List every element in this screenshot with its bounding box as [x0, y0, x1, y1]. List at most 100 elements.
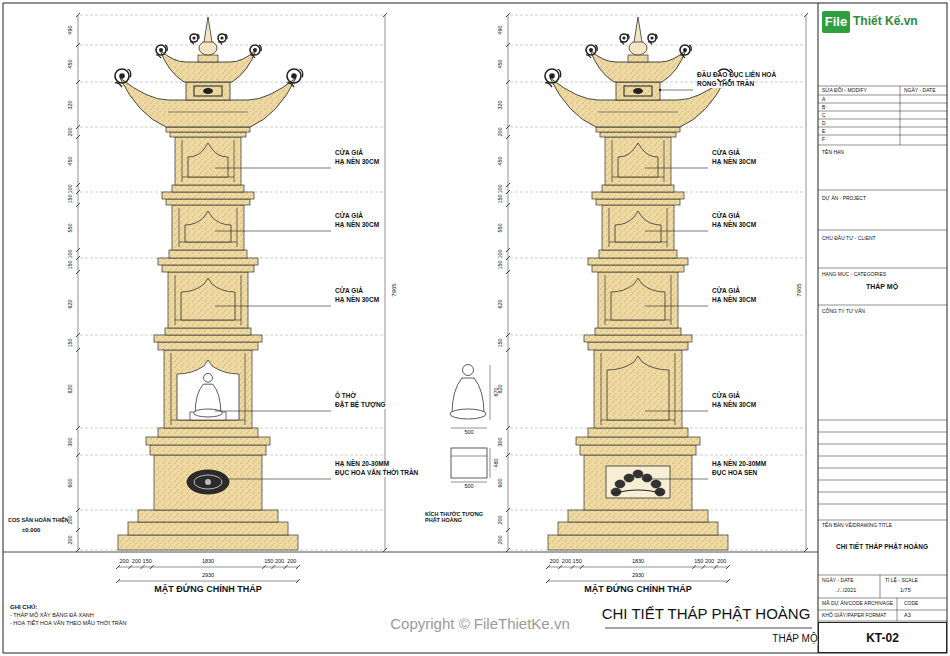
- drawing-label: MÃ DỰ ÁN/CODE ARCHIVAGE: [822, 601, 893, 606]
- panel-line: [675, 353, 676, 425]
- drawing-label: 620: [498, 299, 504, 308]
- dimension-tick: [76, 13, 80, 17]
- title-block-row: [818, 190, 947, 191]
- lotus-carving: [624, 474, 634, 482]
- dragon-ornament: [545, 69, 559, 83]
- drawing-label: 1/75: [900, 588, 911, 594]
- dragon-ornament: [648, 34, 657, 44]
- dimension-tick: [571, 565, 575, 569]
- dimension-tick: [726, 565, 730, 569]
- drawing-label: 100: [498, 184, 504, 193]
- dimension-tick: [128, 565, 132, 569]
- drawing-label: 150: [498, 194, 504, 203]
- plinth: [154, 455, 262, 510]
- tier-body: [605, 137, 671, 185]
- drawing-label: 450: [498, 59, 504, 68]
- tier-body: [602, 205, 674, 250]
- drawing-label: 7965: [796, 283, 802, 296]
- drawing-label: ĐỤC HOA SEN: [712, 470, 757, 477]
- false-door: [611, 278, 665, 320]
- dimension-tick: [76, 528, 80, 532]
- false-door: [185, 211, 231, 242]
- title-block-border: [818, 3, 819, 653]
- drawing-label: 200: [550, 559, 559, 565]
- false-door: [181, 278, 235, 320]
- drawing-label: KÍCH THƯỚC TƯỢNG PHẬT HOÀNG: [425, 512, 495, 524]
- drawing-label: 200: [498, 535, 504, 544]
- title-block-row: [818, 504, 947, 505]
- drawing-label: 100: [68, 184, 74, 193]
- drawing-label: HẠ NỀN 30CM: [712, 402, 756, 409]
- cornice: [158, 342, 258, 350]
- drawing-label: 550: [68, 223, 74, 232]
- drawing-label: 150: [498, 338, 504, 347]
- panel-line: [241, 275, 242, 325]
- drawing-label: 200: [68, 535, 74, 544]
- dimension-tick: [506, 548, 510, 552]
- dimension-tick: [76, 248, 80, 252]
- leader-line: [215, 168, 331, 169]
- drawing-label: CHI TIẾT THÁP PHẬT HOÀNG: [836, 544, 928, 551]
- dimension-line: [490, 365, 491, 420]
- finial: [199, 41, 217, 55]
- dimension-tick: [701, 565, 705, 569]
- false-door: [615, 211, 661, 242]
- dragon-ornament: [190, 34, 199, 44]
- title-block-row: [818, 111, 947, 112]
- logo-badge: [822, 11, 850, 33]
- drum-ornament: [633, 88, 643, 94]
- roof-line: [598, 112, 678, 113]
- sheet-number-cell: KT-02: [818, 622, 947, 653]
- drawing-label: 620: [68, 299, 74, 308]
- dimension-tick: [506, 348, 510, 352]
- drawing-label: 450: [68, 156, 74, 165]
- band: [595, 328, 681, 335]
- panel-line: [609, 208, 610, 247]
- dimension-tick: [141, 565, 145, 569]
- roof-drum: [186, 82, 230, 100]
- dragon-ornament: [287, 69, 301, 83]
- title-block-row: [818, 420, 947, 421]
- drawing-label: 150: [694, 559, 703, 565]
- finial-base: [198, 55, 218, 62]
- band: [588, 428, 688, 437]
- illustration: [3, 3, 947, 653]
- leader-line: [645, 411, 708, 412]
- cornice: [162, 192, 254, 199]
- cornice: [588, 342, 688, 350]
- dimension-tick: [76, 348, 80, 352]
- drawing-label: 200: [120, 559, 129, 565]
- drawing-label: TÊN BẢN VẼ/DRAWING TITLE: [822, 523, 892, 528]
- dimension-line: [548, 567, 728, 568]
- drawing-label: THÁP MỘ: [772, 634, 817, 645]
- panel-line: [175, 275, 176, 325]
- title-block-col: [897, 598, 898, 621]
- dragon-ornament: [220, 36, 223, 39]
- dragon-ornament: [115, 69, 129, 83]
- lower-roof: [120, 78, 296, 127]
- dimension-tick: [116, 565, 120, 569]
- title-block-row: [818, 86, 947, 87]
- drawing-label: CỬA GIẢ: [712, 393, 740, 400]
- cornice: [158, 258, 258, 265]
- title-block-row: [818, 145, 947, 146]
- dragon-ornament: [287, 69, 303, 87]
- dragon-ornament: [253, 48, 257, 52]
- dragon-ornament: [680, 45, 691, 58]
- drawing-label: 490: [498, 25, 504, 34]
- drawing-label: CÔNG TY TƯ VẤN: [822, 309, 865, 314]
- finial-spire: [634, 17, 642, 42]
- tier-body: [164, 350, 252, 428]
- drawing-label: - THÁP MỘ XÂY BẰNG ĐÁ XANH: [10, 613, 94, 619]
- base-step: [138, 510, 278, 522]
- cornice: [584, 335, 692, 342]
- dimension-tick: [804, 13, 808, 17]
- dragon-ornament: [622, 36, 625, 39]
- drawing-label: 550: [498, 223, 504, 232]
- panel-line: [245, 353, 246, 425]
- dimension-tick: [383, 13, 387, 17]
- title-block-row: [818, 575, 947, 576]
- drawing-label: 150: [498, 260, 504, 269]
- drum-ornament: [203, 88, 213, 94]
